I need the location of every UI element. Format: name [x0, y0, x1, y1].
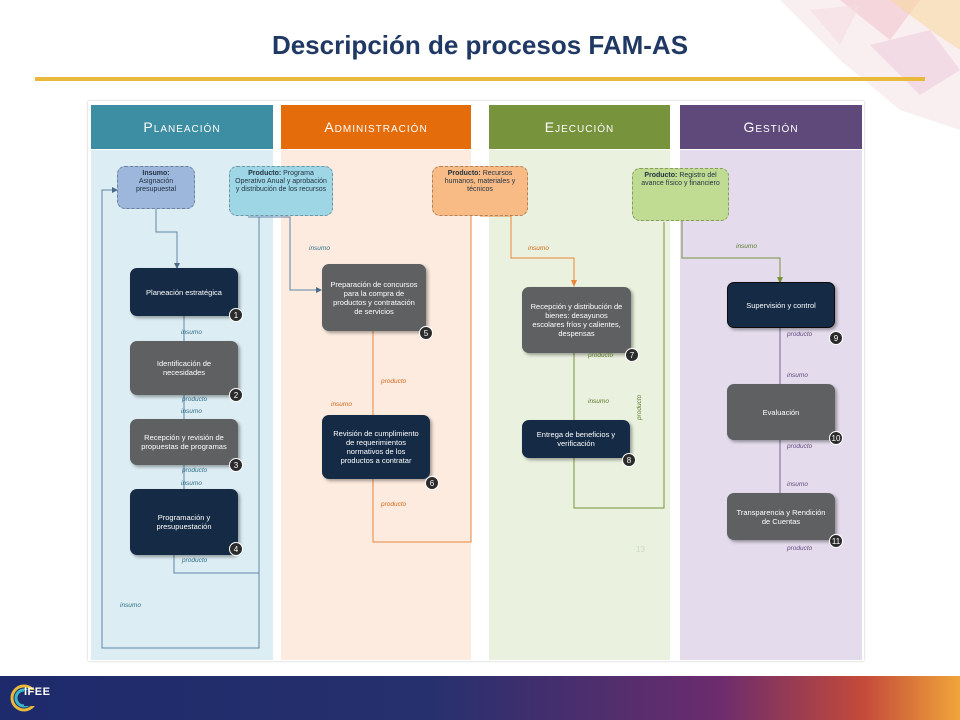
flow-label-insumo: insumo	[181, 329, 202, 336]
column-header-ejecucion: Ejecución	[489, 105, 670, 149]
tag-producto-planeacion: Producto: Programa Operativo Anual y apr…	[229, 166, 333, 216]
process-evaluacion: Evaluación	[727, 384, 835, 440]
process-8-number: 8	[622, 453, 636, 467]
flow-label-producto: producto	[182, 396, 208, 403]
tag-producto-gestion-head: Producto:	[644, 172, 678, 179]
process-1-number: 1	[229, 308, 243, 322]
flow-label-producto: producto	[182, 467, 208, 474]
process-planeacion-estrategica: Planeación estratégica	[130, 268, 238, 316]
flow-label-producto: producto	[787, 443, 813, 450]
title-underline	[35, 77, 925, 81]
tag-producto-plan-head: Producto:	[248, 170, 282, 177]
process-10-label: Evaluación	[762, 407, 800, 417]
process-6-number: 6	[425, 476, 439, 490]
process-10-number: 10	[829, 431, 843, 445]
process-transparencia-rendicion: Transparencia y Rendición de Cuentas	[727, 493, 835, 540]
process-6-label: Revisión de cumplimiento de requerimient…	[333, 429, 419, 465]
process-3-number: 3	[229, 458, 243, 472]
flow-label-insumo: insumo	[588, 398, 609, 405]
tag-insumo-head: Insumo:	[142, 170, 170, 177]
column-bg-administracion	[281, 150, 471, 660]
flow-label-insumo: insumo	[181, 408, 202, 415]
process-11-number: 11	[829, 534, 843, 548]
process-8-label: Entrega de beneficios y verificación	[536, 430, 616, 448]
process-supervision-control: Supervisión y control	[727, 282, 835, 328]
process-recepcion-distribucion-bienes: Recepción y distribución de bienes: desa…	[522, 287, 631, 353]
process-2-label: Identificación de necesidades	[156, 359, 212, 377]
process-4-label: Programación y presupuestación	[156, 513, 212, 531]
process-9-number: 9	[829, 331, 843, 345]
process-revision-cumplimiento: Revisión de cumplimiento de requerimient…	[322, 415, 430, 479]
logo-icon	[10, 684, 38, 712]
process-3-label: Recepción y revisión de propuestas de pr…	[141, 433, 227, 451]
flow-label-insumo: insumo	[120, 602, 141, 609]
tag-producto-admin-head: Producto:	[447, 170, 481, 177]
process-entrega-beneficios: Entrega de beneficios y verificación	[522, 420, 630, 458]
flow-label-insumo: insumo	[736, 243, 757, 250]
process-preparacion-concursos: Preparación de concursos para la compra …	[322, 264, 426, 331]
tag-producto-gestion: Producto: Registro del avance físico y f…	[632, 168, 729, 221]
column-header-gestion: Gestión	[680, 105, 862, 149]
column-bg-planeacion	[91, 150, 273, 660]
process-programacion-presupuestacion: Programación y presupuestación	[130, 489, 238, 555]
footer-band	[0, 676, 960, 720]
process-9-label: Supervisión y control	[746, 300, 816, 310]
flow-label-insumo: insumo	[309, 245, 330, 252]
tag-producto-admin-text: Recursos humanos, materiales y técnicos	[444, 170, 516, 193]
flow-label-producto: producto	[787, 331, 813, 338]
flow-label-producto: producto	[381, 501, 407, 508]
process-7-label: Recepción y distribución de bienes: desa…	[530, 302, 623, 338]
process-4-number: 4	[229, 542, 243, 556]
process-2-number: 2	[229, 388, 243, 402]
process-11-label: Transparencia y Rendición de Cuentas	[736, 507, 826, 526]
process-5-label: Preparación de concursos para la compra …	[330, 279, 418, 316]
tag-insumo-text: Asignación presupuestal	[135, 178, 177, 193]
flow-label-insumo: insumo	[181, 480, 202, 487]
tag-producto-gestion-text: Registro del avance físico y financiero	[641, 172, 720, 187]
flow-label-producto: producto	[182, 557, 208, 564]
flow-label-producto: producto	[787, 545, 813, 552]
flow-label-insumo: insumo	[787, 481, 808, 488]
logo-text: IFEE	[24, 686, 51, 698]
process-5-number: 5	[419, 326, 433, 340]
column-header-administracion: Administración	[281, 105, 471, 149]
column-header-planeacion: Planeación	[91, 105, 273, 149]
column-bg-ejecucion	[489, 150, 670, 660]
flow-label-insumo: insumo	[331, 401, 352, 408]
slide-title: Descripción de procesos FAM-AS	[271, 30, 689, 60]
corner-decoration	[780, 0, 960, 130]
page-number: 13	[636, 545, 645, 554]
flow-label-insumo: insumo	[528, 245, 549, 252]
flow-label-producto-vertical: producto	[636, 394, 643, 420]
process-recepcion-propuestas: Recepción y revisión de propuestas de pr…	[130, 419, 238, 465]
flow-label-insumo: insumo	[787, 372, 808, 379]
flow-label-producto: producto	[588, 352, 614, 359]
process-7-number: 7	[625, 348, 639, 362]
flow-label-producto: producto	[381, 378, 407, 385]
tag-producto-plan-text: Programa Operativo Anual y aprobación y …	[235, 170, 327, 193]
tag-insumo-asignacion: Insumo: Asignación presupuestal	[117, 166, 195, 209]
process-identificacion-necesidades: Identificación de necesidades	[130, 341, 238, 395]
tag-producto-administracion: Producto: Recursos humanos, materiales y…	[432, 166, 528, 216]
process-1-label: Planeación estratégica	[146, 287, 222, 297]
